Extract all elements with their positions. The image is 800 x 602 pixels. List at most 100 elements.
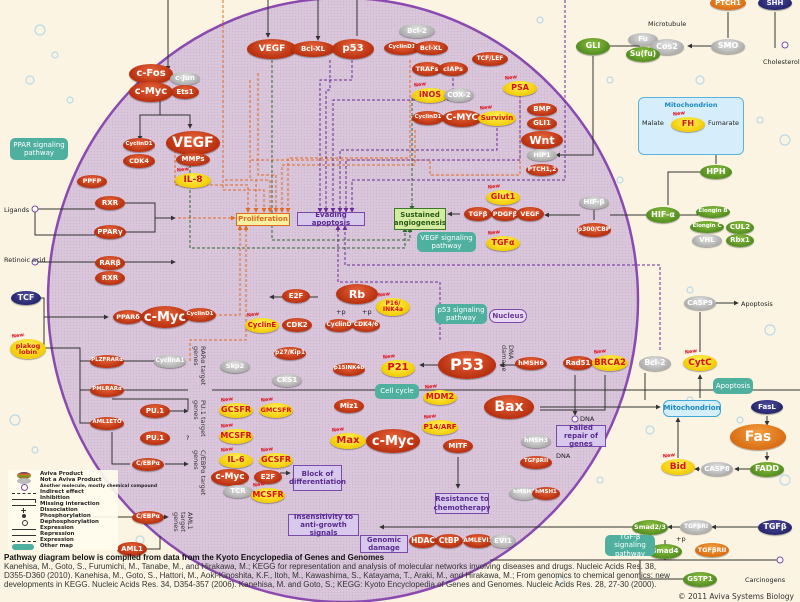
node-pu1-a[interactable]: PU.1 <box>140 404 170 418</box>
node-vegf-ang[interactable]: VEGF <box>516 207 544 221</box>
node-wnt[interactable]: Wnt <box>521 131 563 149</box>
node-p16[interactable]: P16/ INK4a <box>376 298 410 316</box>
node-cebpa-b[interactable]: C/EBPα <box>132 510 164 524</box>
node-bax[interactable]: Bax <box>484 395 534 419</box>
node-p27kip1[interactable]: p27/Kip1 <box>274 346 306 360</box>
node-cmyc-caps[interactable]: C-MYC <box>442 109 482 127</box>
node-cyclind1-d[interactable]: CyclinD1 <box>184 308 216 322</box>
node-bmp[interactable]: BMP <box>527 102 557 116</box>
node-cks1[interactable]: CKS1 <box>272 373 302 387</box>
node-brca2[interactable]: BRCA2 <box>592 355 628 371</box>
node-hifb[interactable]: HIF-β <box>579 195 609 209</box>
node-tgfbrii-in[interactable]: TGFβRII <box>520 455 552 469</box>
node-cyclina1[interactable]: CyclinA1 <box>154 354 186 368</box>
node-rxr-b[interactable]: RXR <box>95 271 125 285</box>
node-cyclind1-c[interactable]: CyclinD1 <box>123 138 155 152</box>
node-rbx1[interactable]: Rbx1 <box>726 233 754 247</box>
node-bcl2-top[interactable]: Bcl-2 <box>399 24 435 38</box>
node-hmsh6[interactable]: hMSH6 <box>515 356 547 370</box>
node-elonginc[interactable]: Elongin C <box>690 221 724 233</box>
node-smad23[interactable]: Smad2/3 <box>632 519 668 535</box>
node-smad4[interactable]: Smad4 <box>648 543 682 559</box>
node-cdk46[interactable]: CDK4/6 <box>352 318 380 332</box>
node-gmcsfr[interactable]: GMCSFR <box>259 402 293 418</box>
node-bclxl-b[interactable]: Bcl-XL <box>414 41 448 55</box>
node-cfos[interactable]: c-Fos <box>129 64 173 84</box>
node-mitf[interactable]: MITF <box>443 439 473 453</box>
node-cytc[interactable]: CytC <box>683 355 717 371</box>
node-pdgfb[interactable]: PDGFβ <box>491 207 519 221</box>
box-cell-cycle[interactable]: Cell cycle <box>375 384 419 399</box>
node-rxr-a[interactable]: RXR <box>95 196 125 210</box>
node-vhl[interactable]: VHL <box>692 233 722 247</box>
node-tcflef[interactable]: TCF/LEF <box>472 52 508 66</box>
node-fasl[interactable]: FasL <box>751 400 783 414</box>
node-cdk4[interactable]: CDK4 <box>123 154 155 168</box>
node-p15ink4b[interactable]: p15INK4b <box>333 362 365 376</box>
node-il8[interactable]: IL-8 <box>175 172 211 188</box>
node-cul2[interactable]: CUL2 <box>726 220 754 234</box>
node-tgfbrii[interactable]: TGFβRII <box>695 543 729 557</box>
node-ctbp[interactable]: CtBP <box>435 534 463 548</box>
node-trafs[interactable]: TRAFs <box>412 62 442 76</box>
node-ppard[interactable]: PPARδ <box>113 310 143 324</box>
node-inos[interactable]: iNOS <box>412 87 448 103</box>
node-hip1[interactable]: HIP1 <box>527 149 557 161</box>
node-cmyc-diff[interactable]: c-Myc <box>211 468 249 486</box>
node-casp8[interactable]: CASP8 <box>701 462 733 476</box>
node-cyclind1-a[interactable]: CyclinD1 <box>384 41 420 55</box>
node-amlevi1[interactable]: AMLEVI1 <box>463 534 493 548</box>
node-rb[interactable]: Rb <box>336 284 378 304</box>
node-plakoglobin[interactable]: plakog lobin <box>10 339 46 359</box>
node-gstp1[interactable]: GSTP1 <box>683 571 717 587</box>
node-mcsfr-b[interactable]: MCSFR <box>251 487 285 503</box>
box-apoptosis-map[interactable]: Apoptosis <box>713 378 753 394</box>
node-evi1[interactable]: EVI1 <box>490 534 516 548</box>
node-cmyc-mid[interactable]: c-Myc <box>141 306 189 328</box>
node-pu1-b[interactable]: PU.1 <box>140 431 170 445</box>
node-glut1[interactable]: Glut1 <box>486 189 520 205</box>
node-fas[interactable]: Fas <box>730 424 786 450</box>
node-tgfb[interactable]: TGFβ <box>758 519 792 535</box>
node-e2f[interactable]: E2F <box>282 289 310 303</box>
node-fadd[interactable]: FADD <box>750 461 784 477</box>
node-ptch1[interactable]: PTCH1 <box>710 0 746 10</box>
node-vegf-big[interactable]: VEGF <box>166 131 220 155</box>
node-sufu[interactable]: Su(fu) <box>626 46 660 62</box>
node-hph[interactable]: HPH <box>700 165 732 179</box>
node-casp9[interactable]: CASP9 <box>684 296 716 310</box>
node-cyclind[interactable]: CyclinD <box>325 318 353 332</box>
node-smo[interactable]: SMO <box>711 38 745 54</box>
node-mdm2[interactable]: MDM2 <box>423 389 457 405</box>
node-ptch12[interactable]: PTCH1,2 <box>526 164 558 176</box>
box-vegf-pathway[interactable]: VEGF signaling pathway <box>417 232 476 252</box>
node-tcf[interactable]: TCF <box>11 291 41 305</box>
node-tgfb-ang[interactable]: TGFβ <box>464 207 492 221</box>
node-hmsh1[interactable]: hMSH1 <box>532 486 560 500</box>
node-shh[interactable]: SHH <box>758 0 792 10</box>
node-cdk2[interactable]: CDK2 <box>282 318 312 332</box>
node-max[interactable]: Max <box>330 433 366 449</box>
box-p53-pathway[interactable]: p53 signaling pathway <box>435 304 487 324</box>
node-mmps[interactable]: MMPs <box>176 152 210 166</box>
node-fh[interactable]: FH <box>671 116 705 132</box>
node-vegf-top[interactable]: VEGF <box>247 39 297 59</box>
node-tgfbri[interactable]: TGFβRI <box>680 520 712 534</box>
node-mcsfr-a[interactable]: MCSFR <box>219 428 253 444</box>
node-cebpa-a[interactable]: C/EBPα <box>132 457 164 471</box>
node-bid[interactable]: Bid <box>661 459 695 475</box>
node-cjun[interactable]: c-Jun <box>170 71 200 85</box>
node-tcr[interactable]: TCR <box>223 484 253 498</box>
node-elonginb[interactable]: Elongin B <box>696 206 730 218</box>
node-gcsfr-a[interactable]: GCSFR <box>219 402 253 418</box>
node-hmsh2[interactable]: hMSH2 <box>509 486 539 500</box>
node-bcl2-r[interactable]: Bcl-2 <box>639 355 671 371</box>
node-cycline[interactable]: CyclinE <box>245 317 279 333</box>
node-hmsh3[interactable]: hMSH3 <box>521 434 551 448</box>
node-e2f-diff[interactable]: E2F <box>254 470 282 484</box>
node-aml1[interactable]: AML1 <box>117 542 147 556</box>
node-pmlrara[interactable]: PMLRARα <box>90 383 124 397</box>
node-gli[interactable]: GLI <box>576 37 610 55</box>
node-cyclind1-b[interactable]: CyclinD1 <box>412 111 444 125</box>
node-gcsfr-b[interactable]: GCSFR <box>259 452 293 468</box>
